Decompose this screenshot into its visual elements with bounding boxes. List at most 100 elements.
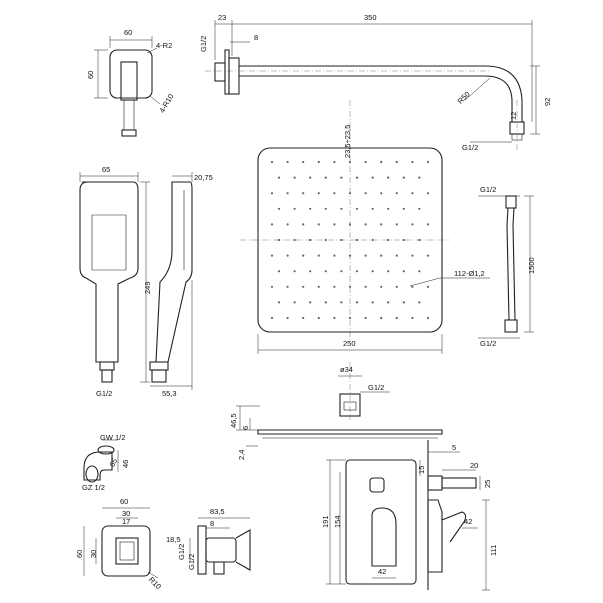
arm-flange-front-view xyxy=(94,36,161,137)
mix-154-label: 154 xyxy=(333,515,342,528)
nozzle-dot xyxy=(355,207,359,210)
nozzle-dot xyxy=(402,176,405,179)
head-235-label: 23,5÷23,5 xyxy=(343,125,352,158)
mixer-side-view xyxy=(419,440,490,591)
nozzle-dot xyxy=(286,223,289,226)
nozzle-dot xyxy=(324,301,327,304)
nozzle-dot xyxy=(411,285,414,288)
nozzle-dot xyxy=(426,192,430,195)
mix-20-label: 20 xyxy=(470,461,478,470)
nozzle-dot xyxy=(395,223,398,226)
nozzle-dot xyxy=(371,270,374,273)
hose-1500-label: 1500 xyxy=(527,257,536,274)
nozzle-dot xyxy=(293,301,296,304)
nozzle-dot xyxy=(293,176,296,179)
nozzle-dot xyxy=(418,238,421,242)
mix-111-label: 111 xyxy=(489,545,498,556)
head-112-label: 112-Ø1,2 xyxy=(454,269,485,278)
nozzle-dot xyxy=(426,285,430,288)
hose-holder-front-view xyxy=(83,507,159,579)
hh-g12-label: G1/2 xyxy=(96,389,112,398)
nozzle-dot xyxy=(309,207,312,210)
nozzle-dot xyxy=(286,254,289,257)
nozzle-dot xyxy=(333,285,336,288)
nozzle-dot xyxy=(302,285,305,288)
nozzle-dot xyxy=(293,238,296,242)
nozzle-dot xyxy=(364,192,367,195)
hold-8-label: 8 xyxy=(210,519,214,528)
nozzle-dot xyxy=(309,176,312,179)
hold-r10-label: R10 xyxy=(147,575,163,591)
mix-5-label: 5 xyxy=(452,443,456,452)
nozzle-dot xyxy=(333,160,336,164)
nozzle-dot xyxy=(418,301,421,304)
nozzle-grid xyxy=(270,160,430,320)
nozzle-dot xyxy=(324,238,327,242)
nozzle-dot xyxy=(380,160,383,164)
nozzle-dot xyxy=(317,254,320,257)
nozzle-dot xyxy=(317,223,320,226)
nozzle-dot xyxy=(293,270,296,273)
side-24-label: 2,4 xyxy=(237,450,246,460)
nozzle-dot xyxy=(395,254,398,257)
arm-23-label: 23 xyxy=(218,13,226,22)
nozzle-dot xyxy=(270,160,274,164)
elbow-46-label: 46 xyxy=(121,460,130,468)
nozzle-dot xyxy=(317,316,320,320)
nozzle-dot xyxy=(348,285,352,288)
nozzle-dot xyxy=(387,176,390,179)
hold-30-label: 30 xyxy=(122,509,130,518)
nozzle-dot xyxy=(293,207,296,210)
shower-hose xyxy=(478,195,534,339)
nozzle-dot xyxy=(395,285,398,288)
arm-8-label: 8 xyxy=(254,33,258,42)
hand-shower-front-view xyxy=(79,172,150,383)
nozzle-dot xyxy=(270,285,274,288)
mixer-front-view xyxy=(326,459,417,585)
nozzle-dot xyxy=(317,192,320,195)
nozzle-dot xyxy=(418,207,421,210)
nozzle-dot xyxy=(371,301,374,304)
nozzle-dot xyxy=(340,301,343,304)
nozzle-dot xyxy=(371,176,374,179)
nozzle-dot xyxy=(387,238,390,242)
nozzle-dot xyxy=(286,192,289,195)
hold-185-label: 18,5 xyxy=(166,535,181,544)
nozzle-dot xyxy=(277,238,281,242)
elbow-gw-label: GW 1/2 xyxy=(100,433,125,442)
side-6-label: 6 xyxy=(241,426,250,430)
hold-17-label: 17 xyxy=(122,517,130,526)
nozzle-dot xyxy=(286,285,289,288)
arm-r2-label: 4-R2 xyxy=(156,41,172,50)
nozzle-dot xyxy=(364,160,367,164)
nozzle-dot xyxy=(302,223,305,226)
hand-shower-side-view xyxy=(149,172,193,390)
hold-g12b-label: G1/2 xyxy=(187,554,196,570)
nozzle-dot xyxy=(426,160,430,164)
nozzle-dot xyxy=(309,301,312,304)
nozzle-dot xyxy=(411,192,414,195)
nozzle-dot xyxy=(277,207,281,210)
nozzle-dot xyxy=(340,207,343,210)
nozzle-dot xyxy=(411,254,414,257)
mix-42b-label: 42 xyxy=(378,567,386,576)
nozzle-dot xyxy=(355,176,359,179)
nozzle-dot xyxy=(270,192,274,195)
nozzle-dot xyxy=(387,270,390,273)
nozzle-dot xyxy=(302,192,305,195)
nozzle-dot xyxy=(286,316,289,320)
nozzle-dot xyxy=(364,285,367,288)
hold-60w-label: 60 xyxy=(120,497,128,506)
nozzle-dot xyxy=(317,285,320,288)
nozzle-dot xyxy=(324,270,327,273)
nozzle-dot xyxy=(302,254,305,257)
arm-g12-top-label: G1/2 xyxy=(199,36,208,52)
nozzle-dot xyxy=(380,223,383,226)
nozzle-dot xyxy=(348,254,352,257)
arm-92-label: 92 xyxy=(543,98,552,106)
hh-65-label: 65 xyxy=(102,165,110,174)
nozzle-dot xyxy=(348,316,352,320)
side-g12-label: G1/2 xyxy=(368,383,384,392)
